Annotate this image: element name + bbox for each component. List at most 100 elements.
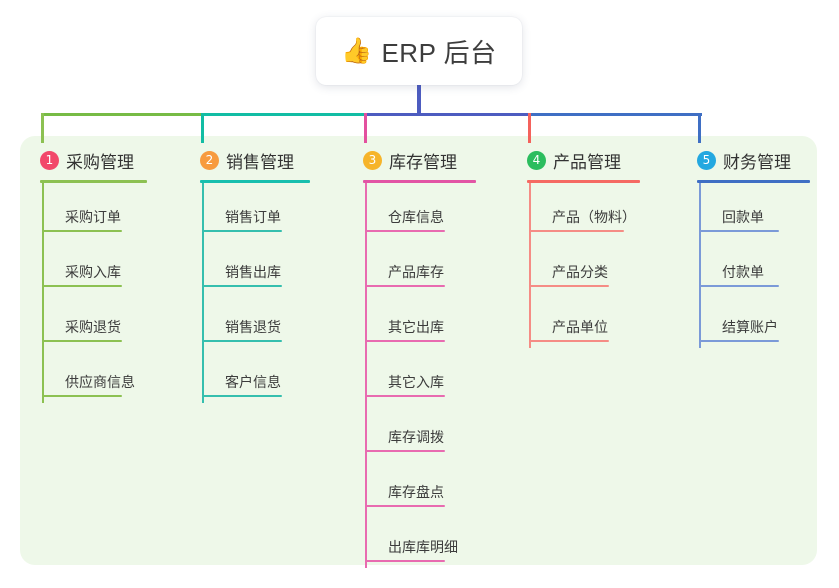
branch-header-3[interactable]: 3 库存管理 — [363, 147, 476, 173]
branch-item-underline — [365, 395, 445, 397]
branch-item[interactable]: 其它出库 — [363, 293, 476, 348]
branch-item-underline — [365, 285, 445, 287]
branch-item-underline — [365, 505, 445, 507]
root-node-title: ERP 后台 — [381, 37, 497, 68]
branch-item-label: 供应商信息 — [65, 374, 135, 390]
branch-item-label: 仓库信息 — [388, 209, 444, 225]
branch-item-label: 销售出库 — [225, 264, 281, 280]
branch-item[interactable]: 采购订单 — [40, 183, 147, 238]
branch-item[interactable]: 销售退货 — [200, 293, 310, 348]
branch-header-5[interactable]: 5 财务管理 — [697, 147, 810, 173]
branch-column-5: 5 财务管理回款单付款单结算账户 — [697, 147, 810, 348]
branch-spine-line — [202, 183, 204, 403]
branch-item-label: 付款单 — [722, 264, 764, 280]
branch-item-label: 库存盘点 — [388, 484, 444, 500]
branch-title: 财务管理 — [723, 152, 791, 172]
branch-number-badge: 1 — [40, 150, 59, 170]
branch-spine-line — [529, 183, 531, 348]
branch-item-underline — [529, 285, 609, 287]
branch-spine-line — [365, 183, 367, 568]
branch-number-badge: 2 — [200, 150, 219, 170]
branch-item-underline — [42, 340, 122, 342]
branch-item-underline — [42, 230, 122, 232]
branch-item[interactable]: 出库库明细 — [363, 513, 476, 568]
branch-item-label: 采购入库 — [65, 264, 121, 280]
branch-item[interactable]: 客户信息 — [200, 348, 310, 403]
branch-item[interactable]: 产品分类 — [527, 238, 640, 293]
branch-items: 销售订单销售出库销售退货客户信息 — [200, 183, 310, 403]
branch-column-2: 2 销售管理销售订单销售出库销售退货客户信息 — [200, 147, 310, 403]
branch-underline — [527, 180, 640, 183]
branch-item[interactable]: 产品单位 — [527, 293, 640, 348]
branch-item-label: 库存调拨 — [388, 429, 444, 445]
branch-item-underline — [42, 395, 122, 397]
branch-item-underline — [365, 340, 445, 342]
root-node-erp-backend[interactable]: 👍 ERP 后台 — [316, 17, 522, 85]
branch-item-label: 回款单 — [722, 209, 764, 225]
drop-line-5 — [698, 113, 701, 143]
branch-underline — [363, 180, 476, 183]
branch-item-label: 采购退货 — [65, 319, 121, 335]
branch-item-underline — [202, 395, 282, 397]
branch-item[interactable]: 产品库存 — [363, 238, 476, 293]
branch-item[interactable]: 结算账户 — [697, 293, 810, 348]
trunk-line — [417, 85, 421, 116]
branch-item-label: 采购订单 — [65, 209, 121, 225]
branch-item[interactable]: 库存盘点 — [363, 458, 476, 513]
branch-item-label: 产品（物料） — [552, 209, 636, 225]
branch-item-label: 产品分类 — [552, 264, 608, 280]
branch-item[interactable]: 其它入库 — [363, 348, 476, 403]
branch-column-3: 3 库存管理仓库信息产品库存其它出库其它入库库存调拨库存盘点出库库明细 — [363, 147, 476, 568]
drop-line-4 — [528, 113, 531, 143]
bus-segment-2 — [203, 113, 366, 116]
branch-item[interactable]: 销售出库 — [200, 238, 310, 293]
branch-number-badge: 3 — [363, 150, 382, 170]
branch-item[interactable]: 采购退货 — [40, 293, 147, 348]
branch-item-underline — [202, 230, 282, 232]
branch-item[interactable]: 仓库信息 — [363, 183, 476, 238]
branch-header-4[interactable]: 4 产品管理 — [527, 147, 640, 173]
bus-segment-3 — [366, 113, 530, 116]
branch-header-2[interactable]: 2 销售管理 — [200, 147, 310, 173]
branch-number-badge: 4 — [527, 150, 546, 170]
branches-panel — [20, 136, 817, 565]
branch-item-underline — [699, 340, 779, 342]
branch-underline — [40, 180, 147, 183]
bus-segment-4 — [530, 113, 702, 116]
branch-header-1[interactable]: 1 采购管理 — [40, 147, 147, 173]
thumbs-up-icon: 👍 — [341, 36, 373, 65]
drop-line-2 — [201, 113, 204, 143]
branch-item-underline — [529, 340, 609, 342]
branch-title: 产品管理 — [553, 152, 621, 172]
branch-item-label: 销售退货 — [225, 319, 281, 335]
branch-item-label: 结算账户 — [722, 319, 778, 335]
branch-underline — [200, 180, 310, 183]
branch-spine-line — [699, 183, 701, 348]
branch-item[interactable]: 回款单 — [697, 183, 810, 238]
drop-line-1 — [41, 113, 44, 143]
branch-item[interactable]: 产品（物料） — [527, 183, 640, 238]
branch-item[interactable]: 采购入库 — [40, 238, 147, 293]
branch-item[interactable]: 付款单 — [697, 238, 810, 293]
branch-title: 库存管理 — [389, 152, 457, 172]
branch-title: 采购管理 — [66, 152, 134, 172]
branch-item-underline — [699, 230, 779, 232]
branch-item[interactable]: 供应商信息 — [40, 348, 147, 403]
branch-item-label: 其它入库 — [388, 374, 444, 390]
branch-column-4: 4 产品管理产品（物料） 产品分类产品单位 — [527, 147, 640, 348]
branch-item-underline — [365, 230, 445, 232]
branch-item-underline — [42, 285, 122, 287]
branch-item-label: 产品库存 — [388, 264, 444, 280]
branch-item-label: 销售订单 — [225, 209, 281, 225]
branch-item[interactable]: 库存调拨 — [363, 403, 476, 458]
branch-number-badge: 5 — [697, 150, 716, 170]
branch-item-underline — [529, 230, 624, 232]
branch-item-underline — [202, 340, 282, 342]
branch-item-underline — [699, 285, 779, 287]
branch-items: 仓库信息产品库存其它出库其它入库库存调拨库存盘点出库库明细 — [363, 183, 476, 568]
branch-item[interactable]: 销售订单 — [200, 183, 310, 238]
branch-item-underline — [365, 560, 445, 562]
branch-spine-line — [42, 183, 44, 403]
branch-title: 销售管理 — [226, 152, 294, 172]
